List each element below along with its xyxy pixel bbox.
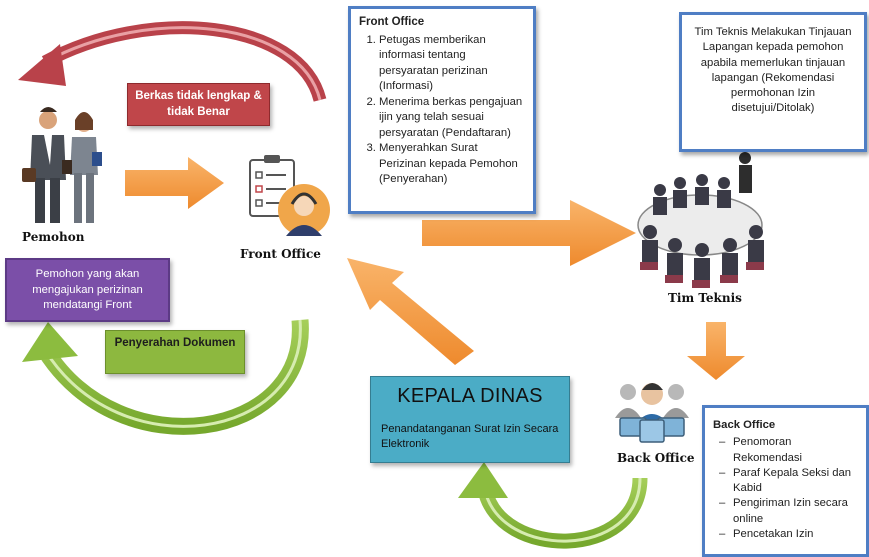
back-office-steps: Penomoran Rekomendasi Paraf Kepala Seksi…	[713, 435, 858, 542]
berkas-tidak-lengkap-box: Berkas tidak lengkap & tidak Benar	[127, 83, 270, 126]
pemohon-description-box: Pemohon yang akan mengajukan perizinan m…	[5, 258, 170, 322]
kepala-dinas-box: KEPALA DINAS Penandatanganan Surat Izin …	[370, 376, 570, 463]
arrow-back-office-to-kepala-dinas	[458, 462, 648, 549]
penyerahan-box-text: Penyerahan Dokumen	[114, 337, 236, 349]
berkas-box-text: Berkas tidak lengkap & tidak Benar	[135, 90, 262, 118]
front-office-agent-icon	[249, 155, 330, 236]
pemohon-people-icon	[22, 107, 102, 223]
back-office-step: Penomoran Rekomendasi	[719, 435, 858, 466]
front-office-step: Petugas memberikan informasi tentang per…	[379, 33, 525, 95]
back-office-team-icon	[615, 383, 689, 443]
return-arrow-red	[18, 21, 327, 102]
pemohon-label: Pemohon	[22, 230, 85, 244]
kepala-dinas-title: KEPALA DINAS	[397, 385, 543, 407]
front-office-label: Front Office	[240, 247, 321, 261]
arrow-kepala-dinas-to-front-office	[347, 258, 474, 365]
penyerahan-dokumen-box: Penyerahan Dokumen	[105, 330, 245, 374]
back-office-step: Paraf Kepala Seksi dan Kabid	[719, 466, 858, 497]
pemohon-box-text: Pemohon yang akan mengajukan perizinan m…	[32, 268, 143, 311]
arrow-tim-teknis-to-back-office	[687, 322, 745, 380]
front-office-info-box: Front Office Petugas memberikan informas…	[348, 6, 536, 214]
front-office-step: Menerima berkas pengajuan ijin yang tela…	[379, 95, 525, 142]
back-office-label: Back Office	[617, 451, 695, 465]
front-office-steps: Petugas memberikan informasi tentang per…	[359, 33, 525, 188]
back-office-box-title: Back Office	[713, 419, 776, 431]
back-office-step: Pencetakan Izin	[719, 527, 858, 543]
tim-teknis-info-box: Tim Teknis Melakukan Tinjauan Lapangan k…	[679, 12, 867, 152]
arrow-front-office-to-tim-teknis	[422, 200, 636, 266]
front-office-box-title: Front Office	[359, 16, 425, 28]
tim-teknis-meeting-icon	[637, 152, 764, 288]
front-office-step: Menyerahkan Surat Perizinan kepada Pemoh…	[379, 141, 525, 188]
return-arrow-green-left	[22, 319, 309, 435]
back-office-step: Pengiriman Izin secara online	[719, 496, 858, 527]
kepala-dinas-text: Penandatanganan Surat Izin Secara Elektr…	[381, 423, 559, 450]
tim-teknis-box-text: Tim Teknis Melakukan Tinjauan Lapangan k…	[694, 26, 852, 115]
tim-teknis-label: Tim Teknis	[668, 291, 742, 305]
back-office-info-box: Back Office Penomoran Rekomendasi Paraf …	[702, 405, 869, 557]
arrow-pemohon-to-front-office	[125, 157, 224, 209]
